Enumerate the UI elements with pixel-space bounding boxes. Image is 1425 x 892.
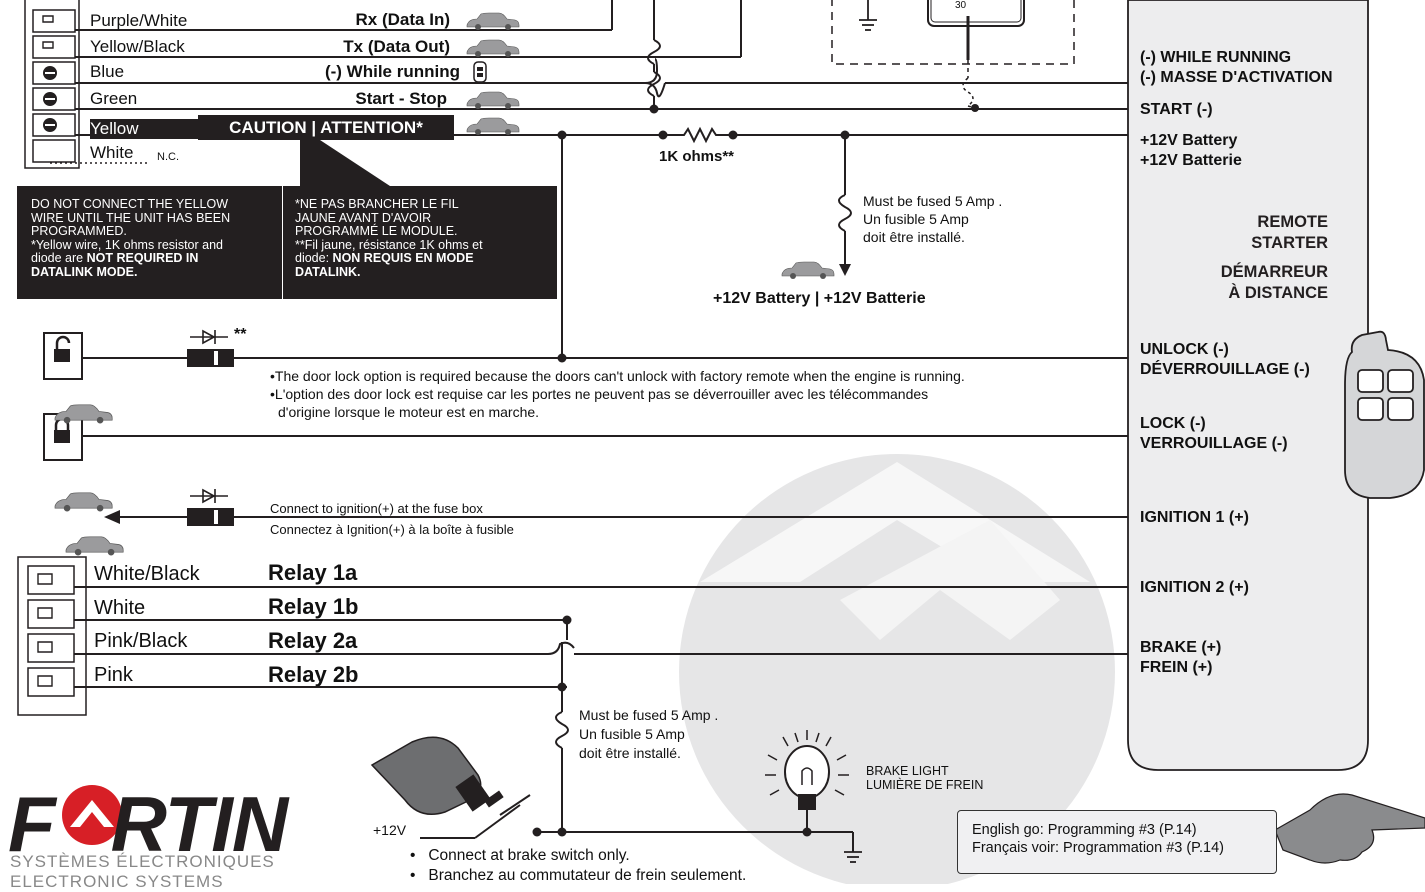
relay-2b-label: Relay 2b [268,662,359,687]
wire-color-blue: Blue [90,62,125,81]
brake-light-label-en: BRAKE LIGHT [866,764,949,778]
module-label-ignition-2: IGNITION 2 (+) [1140,579,1249,596]
warning-en-line6: DATALINK MODE. [31,264,138,279]
diode-1 [187,329,234,367]
car-icon-lock [54,492,113,513]
warning-fr-line5b: NON REQUIS EN MODE [332,251,474,265]
remote-control-icon [1344,330,1425,499]
wire-color-pink-black: Pink/Black [94,630,188,652]
door-lock-note-line1: •The door lock option is required becaus… [270,368,965,384]
brake-pedal-icon [370,736,531,816]
diode-note-mark: ** [234,326,247,343]
wire-function-start-stop: Start - Stop [355,89,447,108]
logo-sub-fr: SYSTÈMES ÉLECTRONIQUES [10,852,275,871]
wire-color-white-2: White [94,597,146,619]
resistor-label: 1K ohms** [659,148,735,165]
warning-fr-line1: *NE PAS BRANCHER LE FIL [295,197,459,211]
plus12-label: +12V [373,822,407,838]
module-label-battery: +12V Battery +12V Batterie [1140,132,1242,169]
module-label-while-running: (-) WHILE RUNNING (-) MASSE D'ACTIVATION [1140,49,1333,86]
caution-label: CAUTION | ATTENTION* [198,115,454,140]
door-lock-note-line3: d'origine lorsque le moteur est en march… [278,404,540,420]
logo-sub-en: ELECTRONIC SYSTEMS [10,872,224,891]
fuse-note-2-line1: Must be fused 5 Amp . [579,707,719,723]
programming-note-fr: Français voir: Programmation #3 (P.14) [972,840,1224,856]
brake-switch-note-fr: Branchez au commutateur de frein seuleme… [428,867,747,884]
warning-en-line1: DO NOT CONNECT THE YELLOW [31,197,229,211]
ignition-note-line1: Connect to ignition(+) at the fuse box [270,501,483,516]
door-lock-note-line2: •L'option des door lock est requise car … [270,386,929,402]
wire-function-nc: N.C. [157,151,179,163]
battery-label: +12V Battery | +12V Batterie [713,290,926,307]
warning-en-line3: PROGRAMMED. [31,224,127,238]
fuse-note-1-line2: Un fusible 5 Amp [863,211,969,227]
wire-color-yellow-black: Yellow/Black [90,37,185,56]
car-icon-yellow [466,117,520,136]
wire-color-pink: Pink [94,664,133,686]
relay-1a-label: Relay 1a [268,560,358,585]
diode-2 [187,488,234,526]
module-label-lock: LOCK (-) VERROUILLAGE (-) [1140,415,1288,452]
fuse-note-2-line3: doit être installé. [579,745,681,761]
top-connector [24,0,80,169]
car-icon-rx [466,12,520,31]
warning-fr-line5a: diode: [295,251,330,265]
lock-icon [43,413,83,461]
fortin-logo-mark [62,785,122,845]
fuse-note-1-line3: doit être installé. [863,229,965,245]
programming-note: English go: Programming #3 (P.14) França… [957,810,1277,874]
wire-color-white: White [90,143,134,162]
programming-note-en: English go: Programming #3 (P.14) [972,822,1197,838]
car-icon-tx [466,39,520,58]
warning-en-line5b: NOT REQUIRED IN [86,251,199,265]
wire-function-tx: Tx (Data Out) [343,37,450,56]
wire-color-white-black: White/Black [94,563,200,585]
brake-switch-note: • Connect at brake switch only. • Branch… [410,847,747,884]
fuse-note-2-line2: Un fusible 5 Amp [579,726,685,742]
warning-en-line2: WIRE UNTIL THE UNIT HAS BEEN [31,210,231,225]
unlock-icon [43,332,83,380]
relay-1b-label: Relay 1b [268,594,359,619]
pointing-hand-icon [1274,793,1425,864]
warning-en-line5a: diode are [31,251,84,265]
remote-small-icon [473,61,487,83]
wire-color-yellow: Yellow [90,119,198,139]
ignition-note-line2: Connectez à Ignition(+) à la boîte à fus… [270,522,514,537]
car-icon-start [466,91,520,110]
bottom-connector [17,556,87,716]
relay-pin-label: 30 [955,0,967,11]
wire-function-rx: Rx (Data In) [355,10,450,29]
warning-fr-line3: PROGRAMMÉ LE MODULE. [295,224,458,238]
wire-color-purple-white: Purple/White [90,11,188,30]
car-icon-ignition [65,536,124,557]
warning-en-line4: *Yellow wire, 1K ohms resistor and [31,237,223,252]
fuse-note-1-line1: Must be fused 5 Amp . [863,193,1003,209]
module-label-unlock: UNLOCK (-) DÉVERROUILLAGE (-) [1140,341,1310,378]
wire-color-green: Green [90,89,138,108]
car-icon-battery [781,261,835,280]
warning-box: DO NOT CONNECT THE YELLOW WIRE UNTIL THE… [17,186,557,299]
wire-function-while-running: (-) While running [324,62,460,81]
warning-fr-line6: DATALINK. [295,264,361,279]
module-label-brake: BRAKE (+) FREIN (+) [1140,639,1222,676]
relay-2a-label: Relay 2a [268,628,358,653]
remote-starter-module [1127,0,1369,771]
warning-fr-line2: JAUNE AVANT D'AVOIR [295,210,432,225]
module-label-start: START (-) [1140,101,1213,118]
module-label-ignition-1: IGNITION 1 (+) [1140,509,1249,526]
module-title: REMOTE STARTER DÉMARREUR À DISTANCE [1220,213,1328,302]
brake-light-bulb-icon [765,730,849,810]
brake-switch-note-en: Connect at brake switch only. [428,847,630,864]
brake-light-label-fr: LUMIÈRE DE FREIN [866,778,984,792]
warning-fr-line4: **Fil jaune, résistance 1K ohms et [295,237,483,252]
